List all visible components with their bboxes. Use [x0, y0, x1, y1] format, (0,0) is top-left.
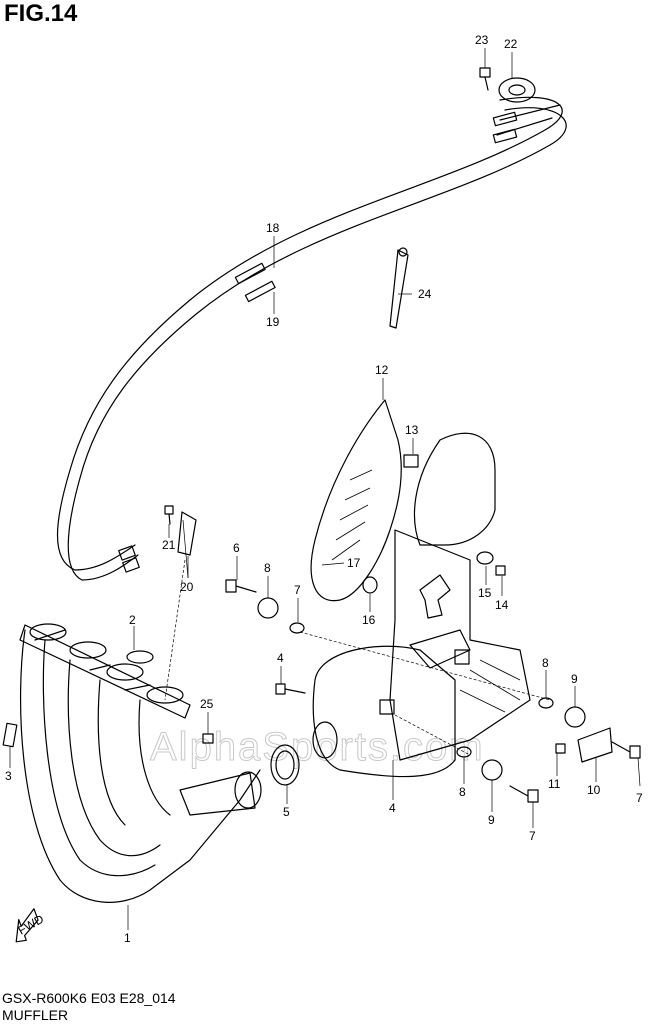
bolt-14	[495, 565, 506, 576]
callout-9-mid: 9	[571, 672, 578, 686]
forward-direction-marker: FWD	[15, 908, 46, 943]
gasket-2	[126, 650, 154, 664]
callout-17: 17	[347, 556, 361, 570]
callout-9-lower: 9	[488, 813, 495, 827]
callout-20: 20	[180, 580, 194, 594]
callout-12: 12	[375, 363, 389, 377]
collar-16	[362, 576, 378, 594]
bolt-6	[275, 683, 306, 695]
callout-8-upper: 7	[294, 583, 301, 597]
bolt-7-right	[611, 741, 641, 759]
callout-labels: 23 22 18 19 24 12 13 17 16 15 14 21 20 6…	[5, 33, 643, 945]
callout-6: 4	[277, 651, 284, 665]
bracket-20	[177, 511, 197, 556]
callout-14: 14	[495, 598, 509, 612]
callout-8-mid: 8	[542, 656, 549, 670]
clip-13	[403, 454, 419, 468]
callout-23: 23	[475, 33, 489, 47]
callout-7-upper: 6	[233, 541, 240, 555]
muffler-body-4	[312, 432, 531, 778]
callout-18: 18	[266, 221, 280, 235]
callout-24: 24	[418, 287, 432, 301]
cable-tie-24	[389, 247, 409, 329]
watermark: AlphaSports.com	[150, 725, 485, 769]
figure-title: FIG.14	[4, 0, 78, 27]
fwd-label: FWD	[15, 912, 46, 938]
callout-7-right: 7	[636, 791, 643, 805]
callout-11: 11	[548, 777, 561, 791]
callout-9-upper: 8	[264, 561, 271, 575]
bolt-11	[555, 743, 566, 754]
callout-2: 2	[129, 613, 136, 627]
callout-21: 21	[162, 538, 176, 552]
connector-joint	[179, 721, 338, 816]
cable-pulley-22	[498, 77, 536, 103]
model-code: GSX-R600K6 E03 E28_014	[2, 990, 176, 1006]
heat-shield-12	[310, 399, 402, 602]
exhaust-pipe-1	[19, 629, 261, 903]
callout-13: 13	[405, 423, 419, 437]
section-name: MUFFLER	[2, 1007, 69, 1023]
callout-7-lower: 7	[529, 829, 536, 843]
stud-bolt-3	[2, 722, 18, 748]
washer-8-upper	[289, 622, 305, 634]
bolt-7-upper	[225, 579, 257, 593]
callout-25: 25	[200, 697, 214, 711]
callout-16: 16	[362, 613, 376, 627]
leader-lines	[9, 48, 641, 930]
bolt-23	[479, 67, 491, 91]
callout-22: 22	[504, 37, 518, 51]
damper-9-mid	[564, 706, 586, 728]
exhaust-valve-cables	[57, 96, 567, 581]
washer-8-lower	[456, 746, 472, 758]
callout-1: 1	[124, 931, 131, 945]
callout-15: 15	[478, 586, 492, 600]
bracket-10	[577, 727, 613, 763]
bolt-7-lower	[509, 785, 539, 803]
callout-8-lower: 8	[459, 785, 466, 799]
bolt-21	[164, 505, 174, 525]
callout-19: 19	[266, 315, 280, 329]
damper-9-upper	[257, 597, 279, 619]
exhaust-flanges	[19, 623, 191, 719]
damper-9-lower	[481, 759, 503, 781]
clamp-5	[270, 744, 300, 786]
callout-3: 3	[5, 769, 12, 783]
callout-10: 10	[587, 783, 601, 797]
washer-15	[476, 551, 494, 565]
callout-4: 4	[389, 801, 396, 815]
washer-8-mid	[538, 697, 554, 709]
callout-5: 5	[283, 805, 290, 819]
